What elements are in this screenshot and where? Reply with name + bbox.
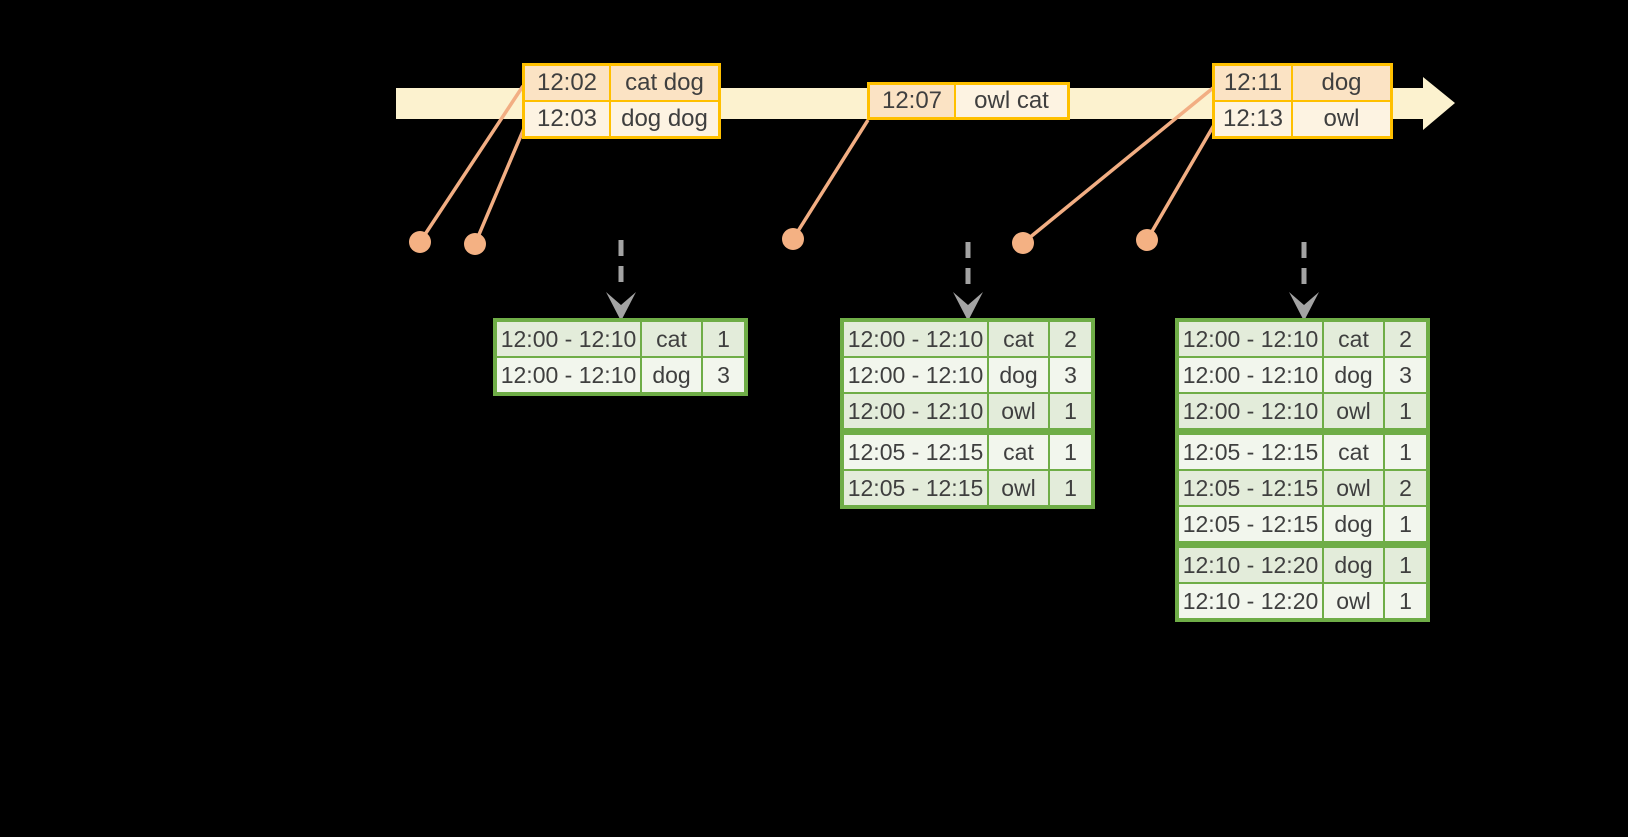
cell-count: 1 <box>1050 471 1091 505</box>
cell-count: 2 <box>1385 471 1426 505</box>
cell-word: dog <box>1324 548 1383 582</box>
event-time: 12:07 <box>870 85 954 117</box>
cell-count: 1 <box>1050 435 1091 469</box>
cell-count: 1 <box>1050 394 1091 428</box>
event-row: 12:13 owl <box>1215 102 1390 136</box>
cell-count: 1 <box>1385 507 1426 541</box>
table-row: 12:00 - 12:10 dog 3 <box>497 358 744 392</box>
cell-word: dog <box>989 358 1048 392</box>
table-row: 12:05 - 12:15 owl 1 <box>844 471 1091 505</box>
event-time: 12:03 <box>525 102 609 136</box>
cell-count: 1 <box>1385 584 1426 618</box>
cell-word: cat <box>1324 435 1383 469</box>
cell-window: 12:00 - 12:10 <box>497 358 640 392</box>
cell-window: 12:10 - 12:20 <box>1179 584 1322 618</box>
cell-window: 12:00 - 12:10 <box>497 322 640 356</box>
cell-word: dog <box>1324 358 1383 392</box>
cell-count: 1 <box>1385 394 1426 428</box>
event-connector-line <box>473 125 527 245</box>
cell-window: 12:05 - 12:15 <box>844 471 987 505</box>
cell-window: 12:05 - 12:15 <box>1179 471 1322 505</box>
event-words: owl <box>1293 102 1390 136</box>
event-box-1: 12:02 cat dog 12:03 dog dog <box>522 63 721 139</box>
result-table-3: 12:00 - 12:10 cat 2 12:00 - 12:10 dog 3 … <box>1175 318 1430 622</box>
cell-word: owl <box>1324 584 1383 618</box>
event-row: 12:03 dog dog <box>525 102 718 136</box>
event-dot <box>1136 229 1158 251</box>
event-box-2: 12:07 owl cat <box>867 82 1070 120</box>
cell-count: 1 <box>1385 548 1426 582</box>
trigger-arrow <box>953 242 983 321</box>
timeline-arrowhead-icon <box>1423 77 1455 130</box>
cell-window: 12:00 - 12:10 <box>1179 358 1322 392</box>
table-row: 12:00 - 12:10 dog 3 <box>1179 358 1426 392</box>
cell-count: 1 <box>703 322 744 356</box>
event-dot <box>409 231 431 253</box>
cell-count: 2 <box>1050 322 1091 356</box>
event-words: dog <box>1293 66 1390 100</box>
event-row: 12:11 dog <box>1215 66 1390 100</box>
trigger-arrow <box>606 240 636 321</box>
table-row: 12:10 - 12:20 dog 1 <box>1179 548 1426 582</box>
cell-window: 12:00 - 12:10 <box>1179 322 1322 356</box>
event-dot <box>464 233 486 255</box>
cell-word: owl <box>989 471 1048 505</box>
cell-window: 12:05 - 12:15 <box>844 435 987 469</box>
cell-window: 12:05 - 12:15 <box>1179 435 1322 469</box>
event-time: 12:13 <box>1215 102 1291 136</box>
cell-window: 12:10 - 12:20 <box>1179 548 1322 582</box>
result-table-2: 12:00 - 12:10 cat 2 12:00 - 12:10 dog 3 … <box>840 318 1095 509</box>
cell-count: 3 <box>1385 358 1426 392</box>
event-time: 12:02 <box>525 66 609 100</box>
table-row: 12:05 - 12:15 cat 1 <box>844 435 1091 469</box>
cell-word: cat <box>989 435 1048 469</box>
event-box-3: 12:11 dog 12:13 owl <box>1212 63 1393 139</box>
event-connector-line <box>1021 86 1215 245</box>
cell-word: cat <box>989 322 1048 356</box>
event-connector-line <box>418 85 525 243</box>
table-row: 12:00 - 12:10 cat 2 <box>844 322 1091 356</box>
event-connector-line <box>791 119 870 240</box>
table-row: 12:10 - 12:20 owl 1 <box>1179 584 1426 618</box>
event-row: 12:07 owl cat <box>870 85 1067 117</box>
cell-window: 12:00 - 12:10 <box>844 358 987 392</box>
table-row: 12:00 - 12:10 cat 2 <box>1179 322 1426 356</box>
event-time: 12:11 <box>1215 66 1291 100</box>
cell-word: cat <box>642 322 701 356</box>
table-row: 12:05 - 12:15 dog 1 <box>1179 507 1426 541</box>
trigger-arrow <box>1289 242 1319 321</box>
event-words: cat dog <box>611 66 718 100</box>
cell-word: owl <box>989 394 1048 428</box>
cell-count: 2 <box>1385 322 1426 356</box>
table-row: 12:05 - 12:15 cat 1 <box>1179 435 1426 469</box>
cell-window: 12:00 - 12:10 <box>1179 394 1322 428</box>
event-words: owl cat <box>956 85 1067 117</box>
cell-window: 12:00 - 12:10 <box>844 322 987 356</box>
table-row: 12:05 - 12:15 owl 2 <box>1179 471 1426 505</box>
cell-count: 1 <box>1385 435 1426 469</box>
cell-window: 12:05 - 12:15 <box>1179 507 1322 541</box>
event-row: 12:02 cat dog <box>525 66 718 100</box>
event-connector-line <box>1145 124 1216 241</box>
event-dot <box>1012 232 1034 254</box>
cell-word: owl <box>1324 394 1383 428</box>
cell-word: cat <box>1324 322 1383 356</box>
table-row: 12:00 - 12:10 owl 1 <box>1179 394 1426 428</box>
cell-word: dog <box>1324 507 1383 541</box>
table-row: 12:00 - 12:10 cat 1 <box>497 322 744 356</box>
cell-count: 3 <box>1050 358 1091 392</box>
result-table-1: 12:00 - 12:10 cat 1 12:00 - 12:10 dog 3 <box>493 318 748 396</box>
cell-window: 12:00 - 12:10 <box>844 394 987 428</box>
cell-count: 3 <box>703 358 744 392</box>
event-words: dog dog <box>611 102 718 136</box>
table-row: 12:00 - 12:10 owl 1 <box>844 394 1091 428</box>
table-row: 12:00 - 12:10 dog 3 <box>844 358 1091 392</box>
cell-word: dog <box>642 358 701 392</box>
cell-word: owl <box>1324 471 1383 505</box>
event-dot <box>782 228 804 250</box>
